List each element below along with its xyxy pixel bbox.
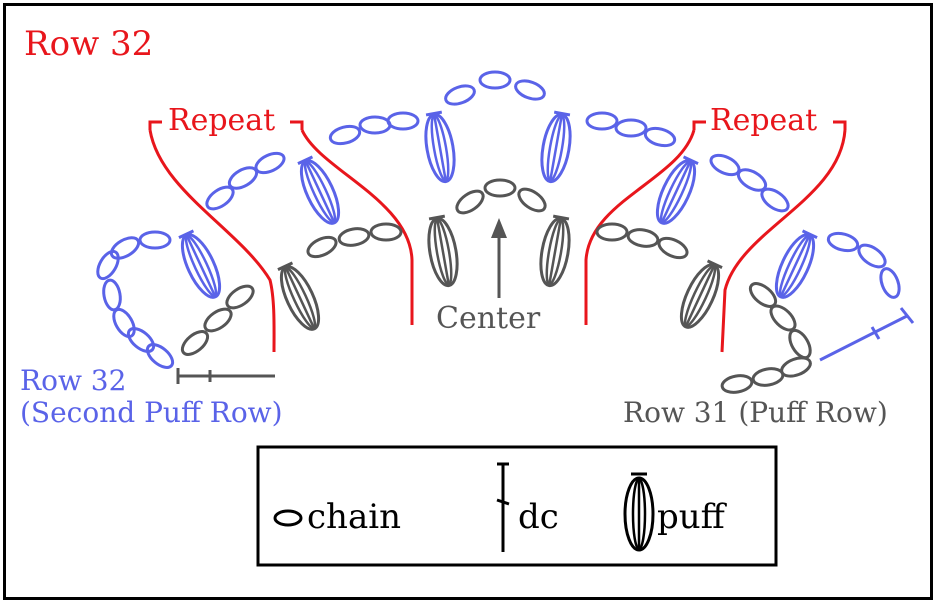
repeat-label-right: Repeat xyxy=(710,103,817,138)
diagram-frame xyxy=(3,3,933,600)
center-arrow-icon xyxy=(491,218,507,298)
dc-icon xyxy=(496,462,510,552)
row32-label-line1: Row 32 xyxy=(20,364,126,397)
row32-label-line2: (Second Puff Row) xyxy=(20,396,283,429)
repeat-bracket-left xyxy=(148,120,414,353)
legend-dc-label: dc xyxy=(518,497,559,537)
repeat-bracket-right xyxy=(584,120,847,353)
legend-chain-label: chain xyxy=(307,497,401,537)
legend-puff-label: puff xyxy=(657,497,728,537)
center-label: Center xyxy=(436,301,541,336)
repeat-label-left: Repeat xyxy=(168,103,275,138)
row32-end-dc xyxy=(819,307,915,362)
row31-start-dc xyxy=(176,368,275,384)
diagram-title: Row 32 xyxy=(24,24,153,64)
puff-icon xyxy=(623,472,655,552)
legend: chain dc puff xyxy=(256,445,778,567)
chain-icon xyxy=(273,509,303,527)
row31-chains xyxy=(176,178,816,396)
row31-label: Row 31 (Puff Row) xyxy=(623,396,888,429)
